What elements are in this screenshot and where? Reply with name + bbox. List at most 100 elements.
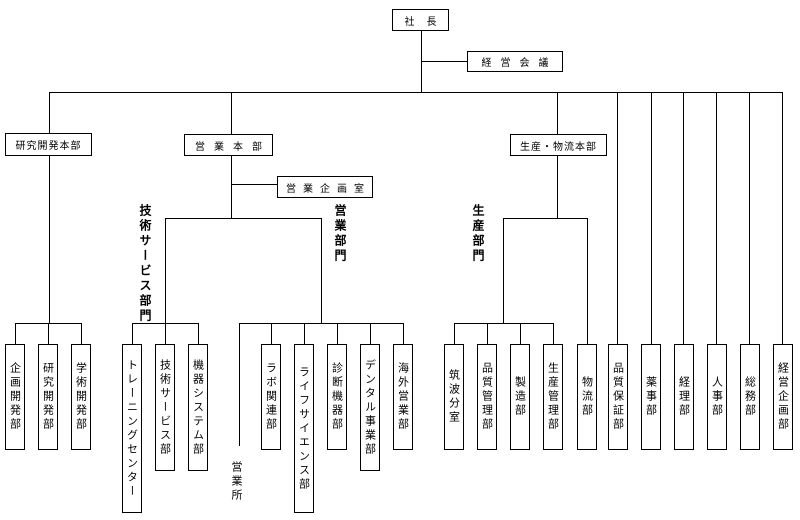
connector-line [651, 92, 652, 344]
connector-line [231, 155, 232, 218]
connector-line [198, 323, 199, 344]
sales-planning-office-label: 営業企画室 [286, 183, 371, 195]
connector-line [337, 323, 338, 344]
department-box[interactable]: 人事部 [707, 344, 727, 450]
connector-line [587, 218, 588, 344]
department-box[interactable]: 製造部 [510, 344, 530, 450]
department-label: 品質管理部 [480, 362, 494, 432]
connector-line [132, 323, 199, 324]
department-box[interactable]: 品質保証部 [608, 344, 628, 450]
rnd-division-box[interactable]: 研究開発本部 [5, 133, 92, 156]
president-box[interactable]: 社長 [392, 9, 449, 31]
department-box[interactable]: 薬事部 [641, 344, 661, 450]
department-box[interactable]: 企画開発部 [5, 344, 25, 450]
department-label: 薬事部 [644, 376, 658, 418]
connector-line [421, 61, 467, 62]
department-box[interactable]: デンタル事業部 [360, 344, 380, 471]
department-label: 海外営業部 [396, 362, 410, 432]
connector-line [520, 323, 521, 344]
connector-line [749, 92, 750, 344]
connector-line [487, 323, 488, 344]
sales-branch-label: 営業所 [230, 461, 243, 503]
department-box[interactable]: 品質管理部 [477, 344, 497, 450]
department-box[interactable]: 研究開発部 [38, 344, 58, 450]
department-label: 技術サービス部 [158, 358, 172, 457]
sales-division-label: 営業本部 [195, 141, 271, 153]
connector-line [503, 218, 504, 323]
department-box[interactable]: 技術サービス部 [155, 344, 175, 471]
department-label: 診断機器部 [330, 362, 344, 432]
connector-line [553, 323, 554, 344]
department-label: ラボ関連部 [264, 362, 278, 432]
connector-line [132, 323, 133, 344]
department-label: 総務部 [743, 376, 757, 418]
department-label: 筑波分室 [447, 369, 461, 425]
connector-line [48, 323, 49, 344]
department-label: 機器システム部 [191, 358, 205, 457]
connector-line [557, 92, 558, 134]
connector-line [239, 323, 240, 446]
department-box[interactable]: トレーニングセンター [122, 344, 142, 513]
department-label: 物流部 [580, 376, 594, 418]
connector-line [231, 92, 232, 134]
department-box[interactable]: 機器システム部 [188, 344, 208, 471]
department-box[interactable]: 筑波分室 [444, 344, 464, 450]
main-bus-line [49, 92, 783, 93]
department-label: 学術開発部 [74, 362, 88, 432]
connector-line [49, 155, 50, 323]
production-logistics-division-box[interactable]: 生産・物流本部 [510, 134, 607, 156]
department-box[interactable]: 経営企画部 [773, 344, 793, 450]
president-label: 社長 [404, 16, 449, 28]
sales-planning-office-box[interactable]: 営業企画室 [277, 176, 373, 198]
connector-line [782, 92, 783, 344]
connector-line [81, 323, 82, 344]
connector-line [15, 323, 16, 344]
production-logistics-division-label: 生産・物流本部 [520, 141, 597, 153]
connector-line [454, 323, 554, 324]
department-label: 人事部 [710, 376, 724, 418]
connector-line [49, 92, 50, 133]
connector-line [239, 323, 404, 324]
department-box[interactable]: ライフサイエンス部 [294, 344, 314, 513]
department-box[interactable]: 海外営業部 [393, 344, 413, 450]
rnd-division-label: 研究開発本部 [15, 141, 82, 152]
department-box[interactable]: 経理部 [674, 344, 694, 450]
sales-division-box[interactable]: 営業本部 [184, 134, 273, 156]
department-box[interactable]: 総務部 [740, 344, 760, 450]
department-label: ライフサイエンス部 [297, 365, 311, 492]
department-box[interactable]: 診断機器部 [327, 344, 347, 450]
connector-line [683, 92, 684, 344]
management-meeting-box[interactable]: 経営会議 [467, 51, 563, 72]
connector-line [165, 218, 322, 219]
department-label: 品質保証部 [611, 362, 625, 432]
department-box[interactable]: ラボ関連部 [261, 344, 281, 450]
logistics-department-box[interactable]: 物流部 [577, 344, 597, 450]
connector-line [454, 323, 455, 344]
department-label: 生産管理部 [546, 362, 560, 432]
connector-line [403, 323, 404, 344]
connector-line [370, 323, 371, 344]
department-box[interactable]: 学術開発部 [71, 344, 91, 450]
production-group-label: 生産部門 [471, 204, 485, 264]
department-label: 製造部 [513, 376, 527, 418]
department-label: デンタル事業部 [363, 358, 377, 457]
department-label: 企画開発部 [8, 362, 22, 432]
management-meeting-label: 経営会議 [481, 58, 558, 69]
department-label: トレーニングセンター [125, 358, 139, 499]
connector-line [617, 92, 618, 344]
connector-line [557, 155, 558, 218]
connector-line [503, 218, 588, 219]
connector-line [321, 218, 322, 323]
connector-line [716, 92, 717, 344]
tech-service-group-label: 技術サービス部門 [138, 204, 152, 324]
department-box[interactable]: 生産管理部 [543, 344, 563, 450]
connector-line [165, 218, 166, 344]
connector-line [271, 323, 272, 344]
connector-line [304, 323, 305, 344]
connector-line [231, 184, 277, 185]
department-label: 研究開発部 [41, 362, 55, 432]
department-label: 経営企画部 [776, 362, 790, 432]
department-label: 経理部 [677, 376, 691, 418]
sales-group-label: 営業部門 [333, 204, 347, 264]
